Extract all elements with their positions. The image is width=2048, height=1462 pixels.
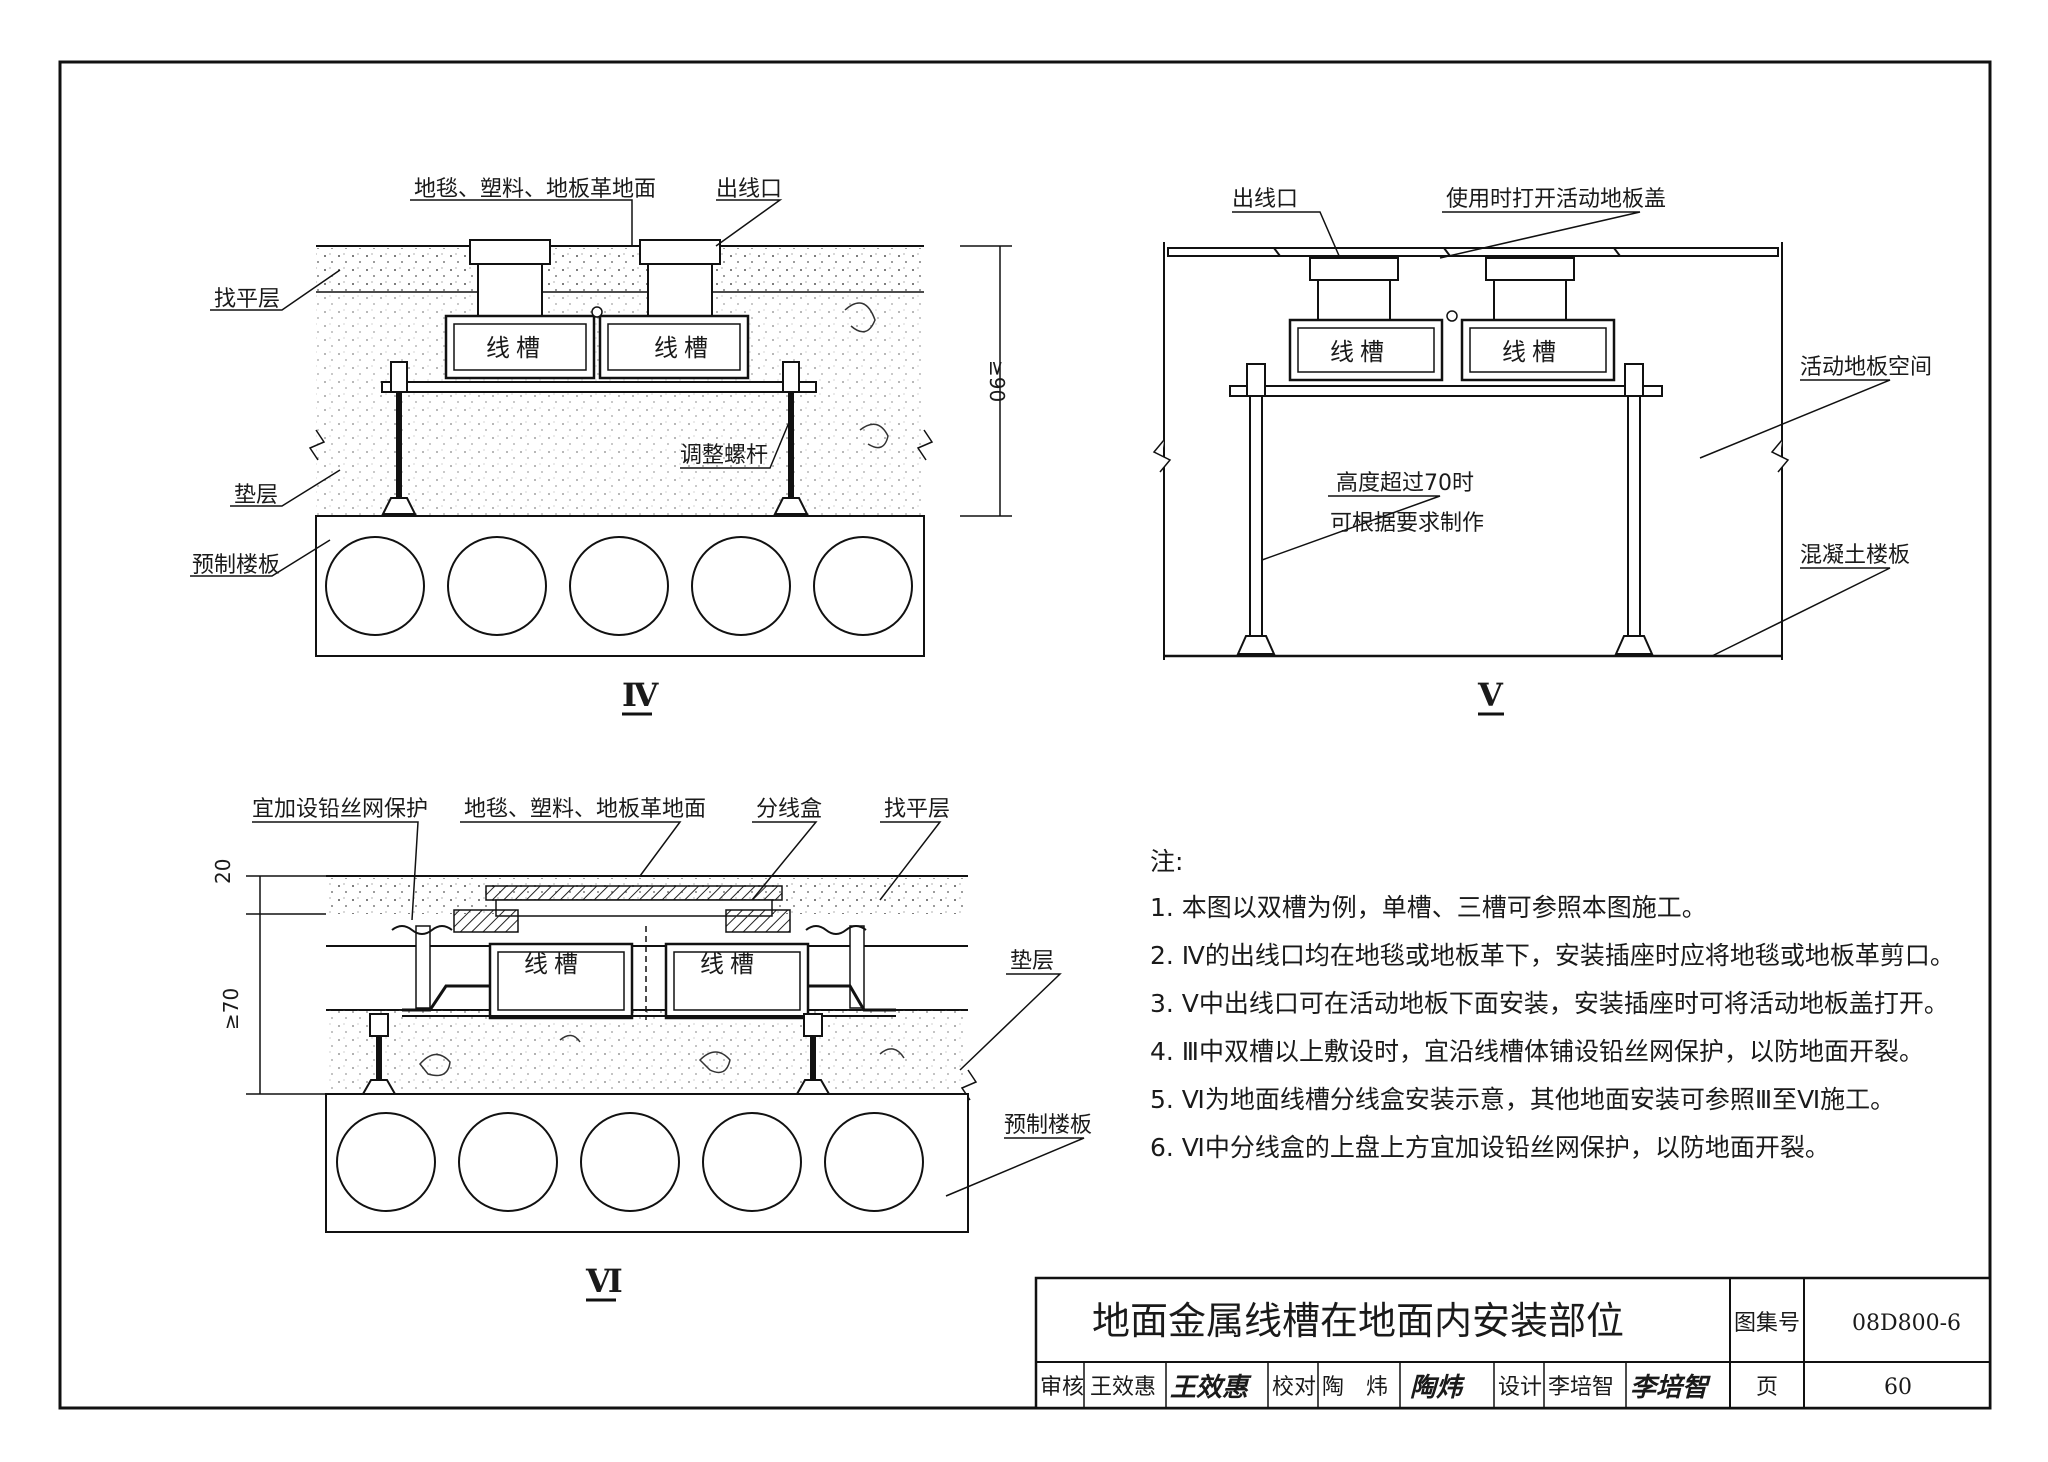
design-label: 设计 xyxy=(1498,1375,1542,1400)
vi-dimension-top: 20 xyxy=(211,859,235,884)
iv-label-cushion: 垫层 xyxy=(234,483,278,508)
check-signature: 陶炜 xyxy=(1410,1373,1466,1403)
sheet-border xyxy=(58,60,1992,1410)
v-label-space: 活动地板空间 xyxy=(1800,355,1932,380)
iv-label-precast: 预制楼板 xyxy=(192,553,280,578)
design-name: 李培智 xyxy=(1548,1375,1614,1400)
section-v xyxy=(1152,211,1891,660)
check-label: 校对 xyxy=(1272,1375,1316,1400)
iv-label-finish: 地毯、塑料、地板革地面 xyxy=(414,177,656,202)
vi-label-precast: 预制楼板 xyxy=(1004,1113,1092,1138)
title-block xyxy=(1034,1276,1992,1410)
page-number: 60 xyxy=(1884,1375,1912,1400)
review-label: 审核 xyxy=(1040,1375,1084,1400)
v-label-height-1: 高度超过70时 xyxy=(1336,471,1474,496)
vi-trough-1-label: 线槽 xyxy=(524,950,584,978)
v-trough-2-label: 线槽 xyxy=(1502,338,1562,366)
note-4: 4. Ⅲ中双槽以上敷设时，宜沿线槽体铺设铅丝网保护，以防地面开裂。 xyxy=(1150,1037,1924,1066)
note-2: 2. Ⅳ的出线口均在地毯或地板革下，安装插座时应将地毯或地板革剪口。 xyxy=(1150,941,1955,970)
note-3: 3. Ⅴ中出线口可在活动地板下面安装，安装插座时可将活动地板盖打开。 xyxy=(1150,989,1949,1018)
v-label-slab: 混凝土楼板 xyxy=(1800,543,1910,568)
iv-label-screed: 找平层 xyxy=(214,287,280,312)
section-iv xyxy=(190,199,1012,657)
iv-trough-1-label: 线槽 xyxy=(486,334,546,362)
v-trough-1-label: 线槽 xyxy=(1330,338,1390,366)
iv-label-outlet: 出线口 xyxy=(716,177,782,202)
note-5: 5. Ⅵ为地面线槽分线盒安装示意，其他地面安装可参照Ⅲ至Ⅵ施工。 xyxy=(1150,1085,1895,1114)
drawing-title: 地面金属线槽在地面内安装部位 xyxy=(1092,1299,1624,1343)
review-name: 王效惠 xyxy=(1090,1375,1156,1400)
vi-label-finish: 地毯、塑料、地板革地面 xyxy=(464,797,706,822)
atlas-label: 图集号 xyxy=(1734,1311,1800,1336)
iv-dimension: ≥90 xyxy=(985,360,1009,402)
page-label: 页 xyxy=(1756,1375,1778,1400)
vi-trough-2-label: 线槽 xyxy=(700,950,760,978)
note-6: 6. Ⅵ中分线盒的上盘上方宜加设铅丝网保护，以防地面开裂。 xyxy=(1150,1133,1830,1162)
design-signature: 李培智 xyxy=(1630,1373,1711,1403)
atlas-number: 08D800-6 xyxy=(1852,1311,1961,1336)
review-signature: 王效惠 xyxy=(1170,1373,1252,1403)
iv-numeral: Ⅳ xyxy=(622,676,659,714)
notes-heading: 注: xyxy=(1150,847,1183,876)
vi-numeral: Ⅵ xyxy=(585,1262,623,1300)
vi-label-screed: 找平层 xyxy=(884,797,950,822)
notes: 注: 1. 本图以双槽为例，单槽、三槽可参照本图施工。 2. Ⅳ的出线口均在地毯… xyxy=(1150,847,1955,1162)
vi-label-box: 分线盒 xyxy=(756,797,822,822)
v-numeral: Ⅴ xyxy=(1477,676,1504,714)
vi-label-cushion: 垫层 xyxy=(1010,949,1054,974)
vi-label-mesh: 宜加设铅丝网保护 xyxy=(252,797,428,822)
section-vi xyxy=(246,821,1085,1233)
v-label-outlet: 出线口 xyxy=(1232,187,1298,212)
v-label-height-2: 可根据要求制作 xyxy=(1330,511,1484,536)
iv-trough-2-label: 线槽 xyxy=(654,334,714,362)
v-label-cover: 使用时打开活动地板盖 xyxy=(1446,187,1666,212)
vi-dimension-bottom: ≥70 xyxy=(219,988,243,1030)
note-1: 1. 本图以双槽为例，单槽、三槽可参照本图施工。 xyxy=(1150,893,1707,922)
check-name: 陶 炜 xyxy=(1322,1375,1388,1400)
iv-label-bolt: 调整螺杆 xyxy=(680,443,768,468)
